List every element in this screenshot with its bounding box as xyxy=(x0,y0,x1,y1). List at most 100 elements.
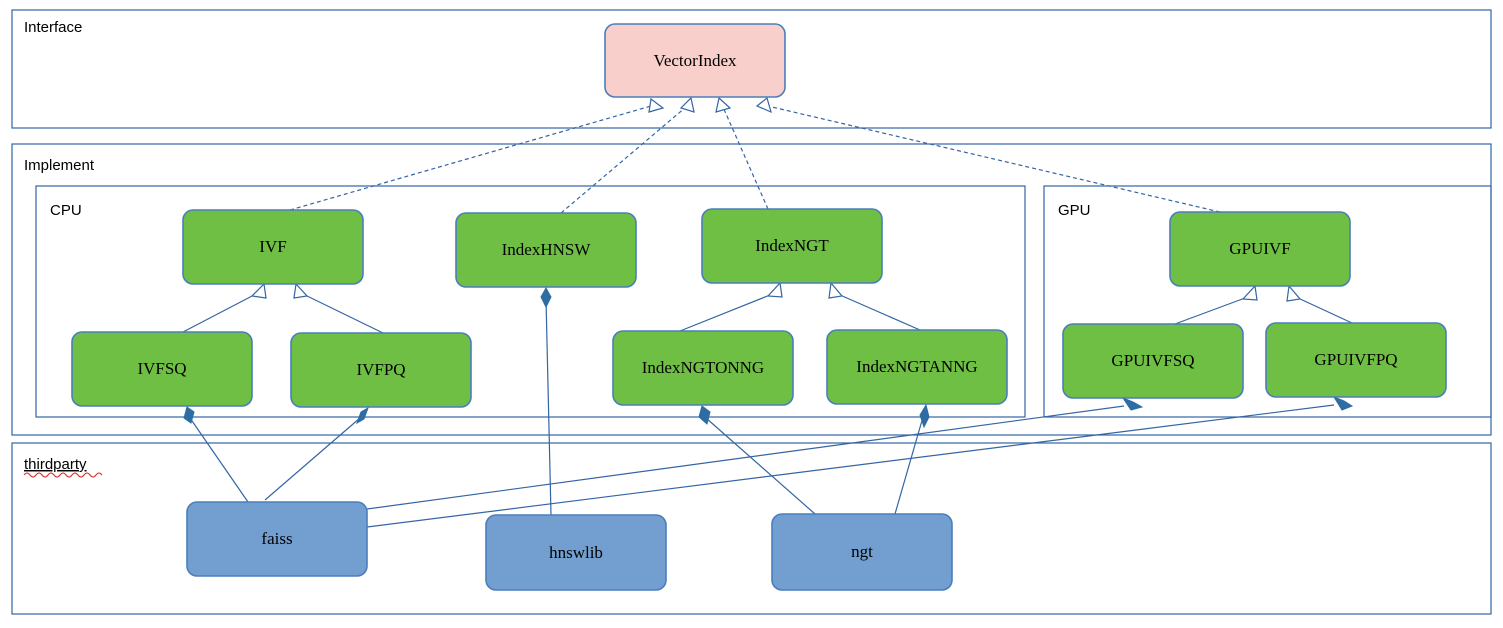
edge-line xyxy=(264,417,361,501)
filled-diamond-icon xyxy=(183,406,195,424)
node-gpuivfpq-box[interactable] xyxy=(1265,322,1447,398)
node-vectorindex[interactable]: VectorIndex xyxy=(604,23,786,98)
package-gpu: GPU xyxy=(1043,185,1492,418)
edge-indexngtonng-to-indexngt xyxy=(679,281,783,332)
edge-indexngt-to-vectorindex xyxy=(715,96,769,210)
hollow-triangle-arrow-icon xyxy=(715,96,732,113)
node-indexhnsw-label: IndexHNSW xyxy=(502,240,592,259)
node-ngt-label: ngt xyxy=(851,542,873,561)
edge-line xyxy=(705,417,816,515)
package-thirdparty: thirdparty xyxy=(11,442,1492,615)
edge-faiss-to-ivfpq xyxy=(264,406,369,501)
edge-faiss-to-gpuivfpq xyxy=(366,395,1354,528)
hollow-triangle-arrow-icon xyxy=(828,281,844,299)
node-hnswlib-label: hnswlib xyxy=(549,543,603,562)
node-faiss-label: faiss xyxy=(261,529,292,548)
edge-line xyxy=(545,298,552,516)
edge-ngt-to-indexngtanng xyxy=(894,403,930,515)
node-ivfsq[interactable]: IVFSQ xyxy=(71,331,253,407)
node-indexngt[interactable]: IndexNGT xyxy=(701,208,883,284)
node-gpuivf-box[interactable] xyxy=(1169,211,1351,287)
node-indexngt-box[interactable] xyxy=(701,208,883,284)
edge-line xyxy=(1297,297,1353,324)
node-gpuivf-label: GPUIVF xyxy=(1229,239,1290,258)
node-indexngtonng-label: IndexNGTONNG xyxy=(642,358,764,377)
node-faiss[interactable]: faiss xyxy=(186,501,368,577)
edge-line xyxy=(839,294,921,331)
node-indexngtonng[interactable]: IndexNGTONNG xyxy=(612,330,794,406)
hollow-triangle-arrow-icon xyxy=(766,281,783,298)
node-ivf[interactable]: IVF xyxy=(182,209,364,285)
edge-faiss-to-ivfsq xyxy=(183,406,249,503)
hollow-triangle-arrow-icon xyxy=(648,97,665,113)
edge-ivf-to-vectorindex xyxy=(289,97,665,211)
hollow-triangle-arrow-icon xyxy=(1286,284,1302,302)
hollow-triangle-arrow-icon xyxy=(250,282,267,299)
node-indexngtanng-box[interactable] xyxy=(826,329,1008,405)
node-ivf-label: IVF xyxy=(259,237,286,256)
filled-diamond-icon xyxy=(356,406,369,425)
package-cpu-border xyxy=(35,185,1026,418)
edge-ivfpq-to-ivf xyxy=(293,282,384,334)
node-indexhnsw-box[interactable] xyxy=(455,212,637,288)
node-indexngt-label: IndexNGT xyxy=(755,236,829,255)
node-vectorindex-box[interactable] xyxy=(604,23,786,98)
package-implement-label: Implement xyxy=(24,157,95,174)
node-indexhnsw[interactable]: IndexHNSW xyxy=(455,212,637,288)
edge-hnswlib-to-indexhnsw xyxy=(540,286,552,516)
node-gpuivfpq[interactable]: GPUIVFPQ xyxy=(1265,322,1447,398)
node-hnswlib-box[interactable] xyxy=(485,514,667,591)
node-gpuivfsq[interactable]: GPUIVFSQ xyxy=(1062,323,1244,399)
edge-line xyxy=(722,106,769,210)
node-ngt-box[interactable] xyxy=(771,513,953,591)
node-ivfsq-label: IVFSQ xyxy=(137,359,186,378)
hollow-triangle-arrow-icon xyxy=(679,96,695,113)
edge-line xyxy=(189,417,249,503)
edge-ngt-to-indexngtonng xyxy=(698,405,816,515)
filled-diamond-icon xyxy=(1121,396,1144,411)
package-cpu: CPU xyxy=(35,185,1026,418)
node-ivfpq[interactable]: IVFPQ xyxy=(290,332,472,408)
node-ngt[interactable]: ngt xyxy=(771,513,953,591)
node-indexngtonng-box[interactable] xyxy=(612,330,794,406)
hollow-triangle-arrow-icon xyxy=(1241,284,1258,301)
node-gpuivfsq-label: GPUIVFSQ xyxy=(1111,351,1194,370)
node-gpuivfsq-box[interactable] xyxy=(1062,323,1244,399)
hollow-triangle-arrow-icon xyxy=(293,282,309,299)
filled-diamond-icon xyxy=(1332,395,1354,411)
edge-indexngtanng-to-indexngt xyxy=(828,281,921,331)
node-ivf-box[interactable] xyxy=(182,209,364,285)
edge-line xyxy=(679,294,771,332)
node-indexngtanng-label: IndexNGTANNG xyxy=(856,357,977,376)
edge-gpuivfsq-to-gpuivf xyxy=(1174,284,1258,325)
edge-gpuivfpq-to-gpuivf xyxy=(1286,284,1353,324)
node-vectorindex-label: VectorIndex xyxy=(653,51,737,70)
edge-line xyxy=(366,405,1125,510)
edge-ivfsq-to-ivf xyxy=(182,282,267,333)
node-ivfpq-box[interactable] xyxy=(290,332,472,408)
node-faiss-box[interactable] xyxy=(186,501,368,577)
edge-line xyxy=(182,294,255,333)
node-ivfpq-label: IVFPQ xyxy=(356,360,405,379)
package-interface-label: Interface xyxy=(24,19,82,36)
edge-line xyxy=(560,106,687,214)
edge-gpuivf-to-vectorindex xyxy=(755,96,1221,213)
node-ivfsq-box[interactable] xyxy=(71,331,253,407)
package-gpu-label: GPU xyxy=(1058,202,1091,219)
node-hnswlib[interactable]: hnswlib xyxy=(485,514,667,591)
filled-diamond-icon xyxy=(698,405,711,425)
node-gpuivf[interactable]: GPUIVF xyxy=(1169,211,1351,287)
filled-diamond-icon xyxy=(919,403,930,429)
edge-line xyxy=(304,294,384,334)
package-cpu-label: CPU xyxy=(50,202,82,219)
spellcheck-underline-icon xyxy=(23,472,103,478)
package-gpu-border xyxy=(1043,185,1492,418)
edge-faiss-to-gpuivfsq xyxy=(366,396,1144,510)
edge-line xyxy=(894,416,924,515)
edge-line xyxy=(1174,297,1246,325)
edge-indexhnsw-to-vectorindex xyxy=(560,96,695,214)
filled-diamond-icon xyxy=(540,286,552,309)
node-indexngtanng[interactable]: IndexNGTANNG xyxy=(826,329,1008,405)
hollow-triangle-arrow-icon xyxy=(755,96,772,114)
